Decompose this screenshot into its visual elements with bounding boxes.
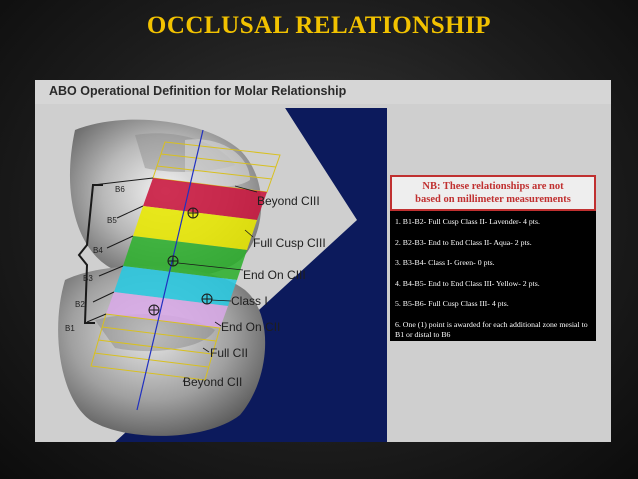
boundary-label-b1: B1 (65, 324, 75, 333)
beyond-cii-grid (90, 313, 221, 381)
boundary-label-b6: B6 (115, 185, 125, 194)
definition-item: 1. B1-B2- Full Cusp Class II- Lavender- … (395, 217, 540, 226)
boundary-label-b3: B3 (83, 274, 93, 283)
definition-item: 3. B3-B4- Class I- Green- 0 pts. (395, 258, 495, 267)
navy-chevron (115, 108, 387, 442)
diagram-panel: ABO Operational Definition for Molar Rel… (35, 80, 611, 442)
definitions-list: 1. B1-B2- Full Cusp Class II- Lavender- … (390, 211, 596, 341)
panel-header-title: ABO Operational Definition for Molar Rel… (49, 84, 347, 98)
zone-end-on-cii-band (106, 292, 228, 328)
molar-diagram (58, 108, 387, 442)
note-line-2: based on millimeter measurements (415, 194, 571, 205)
zone-label-beyond-cii: Beyond CII (183, 375, 243, 389)
zone-beyond-ciii-band (143, 178, 267, 220)
zone-label-beyond-ciii: Beyond CIII (257, 194, 320, 208)
boundary-label-b2: B2 (75, 300, 85, 309)
boundary-label-b4: B4 (93, 246, 103, 255)
definition-item: 6. One (1) point is awarded for each add… (395, 319, 588, 339)
panel-header: ABO Operational Definition for Molar Rel… (35, 80, 611, 104)
zone-label-full-cusp-ciii: Full Cusp CIII (253, 236, 326, 250)
zone-end-on-ciii-band (123, 236, 247, 280)
definition-item: 2. B2-B3- End to End Class II- Aqua- 2 p… (395, 237, 532, 247)
boundary-label-b5: B5 (107, 216, 117, 225)
slide-title: OCCLUSAL RELATIONSHIP (146, 12, 492, 39)
definition-item: 4. B4-B5- End to End Class III- Yellow- … (395, 278, 540, 288)
zone-label-end-on-cii: End On CII (221, 320, 281, 334)
zone-label-class-i: Class I (231, 294, 268, 308)
note-line-1: NB: These relationships are not (422, 181, 564, 192)
zone-label-full-cii: Full CII (210, 346, 249, 360)
zone-label-end-on-ciii: End On CIII (243, 268, 306, 282)
tooth-axis-line (136, 129, 204, 411)
zone-class-i-band (114, 266, 237, 306)
zone-full-cusp-ciii-band (133, 206, 257, 250)
note-box: NB: These relationships are not based on… (390, 175, 596, 211)
definition-item: 5. B5-B6- Full Cusp Class III- 4 pts. (395, 299, 509, 308)
